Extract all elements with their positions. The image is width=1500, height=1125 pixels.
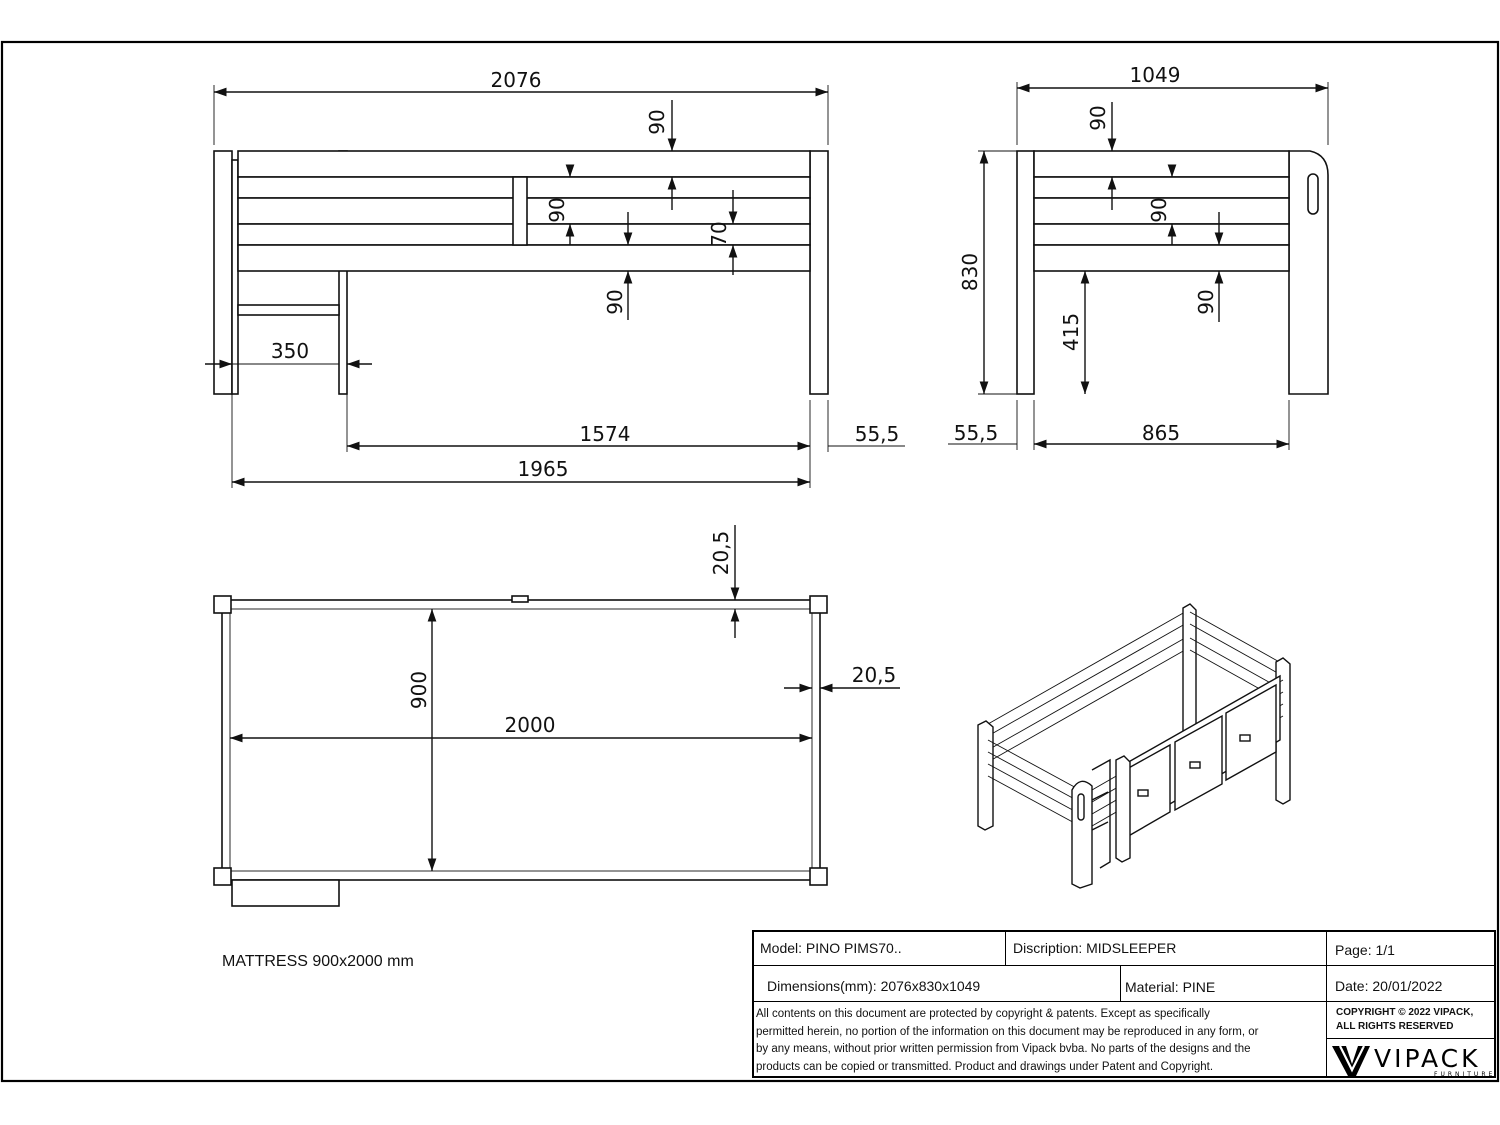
title-page: Page: 1/1 xyxy=(1335,942,1395,958)
title-block-grid xyxy=(752,930,1496,1078)
front-left-post xyxy=(213,150,233,395)
front-rail-5 xyxy=(237,244,811,272)
side-handle-slot xyxy=(1307,173,1319,215)
dim-front-1965: 1965 xyxy=(518,457,569,481)
top-corner-br xyxy=(809,867,828,886)
legal-line-1: All contents on this document are protec… xyxy=(756,1008,1210,1020)
copyright-line-2: ALL RIGHTS RESERVED xyxy=(1336,1021,1454,1032)
title-dimensions: Dimensions(mm): 2076x830x1049 xyxy=(767,978,981,994)
dim-side-90-mid: 90 xyxy=(1147,197,1171,222)
title-date: Date: 20/01/2022 xyxy=(1335,978,1443,994)
front-ladder-inner-post xyxy=(231,159,239,395)
top-frame-outer xyxy=(221,599,821,881)
isometric-view xyxy=(977,603,1291,889)
front-right-post xyxy=(809,150,829,395)
front-view: 2076 90 90 70 90 350 1574 55,5 1965 xyxy=(205,68,905,488)
dim-front-1574: 1574 xyxy=(580,422,631,446)
top-corner-tr xyxy=(809,595,828,614)
dim-side-90-low: 90 xyxy=(1194,289,1218,314)
top-corner-bl xyxy=(213,867,232,886)
side-rail-3 xyxy=(1033,197,1290,225)
legal-line-2: permitted herein, no portion of the info… xyxy=(756,1025,1259,1038)
side-rail-4 xyxy=(1033,223,1290,246)
top-corner-tl xyxy=(213,595,232,614)
legal-notice: All contents on this document are protec… xyxy=(756,1006,1328,1076)
top-ladder-step xyxy=(231,879,340,907)
dim-side-90-top: 90 xyxy=(1086,105,1110,130)
title-model: Model: PINO PIMS70.. xyxy=(760,940,902,956)
front-ladder-step xyxy=(237,304,340,316)
vipack-logo: VIPACK FURNITURE xyxy=(1332,1044,1495,1078)
dim-top-900: 900 xyxy=(407,671,431,709)
dim-front-90-low: 90 xyxy=(603,289,627,314)
dim-side-55-5: 55,5 xyxy=(954,421,999,445)
dim-top-20-5-side: 20,5 xyxy=(852,663,897,687)
dim-side-1049: 1049 xyxy=(1130,63,1181,87)
title-material: Material: PINE xyxy=(1125,979,1216,995)
dim-front-350: 350 xyxy=(271,339,309,363)
title-description: Discription: MIDSLEEPER xyxy=(1013,940,1177,956)
legal-line-3: by any means, without prior written perm… xyxy=(756,1043,1251,1055)
vipack-logo-mark-icon xyxy=(1332,1046,1370,1076)
legal-line-4: products can be copied or transmitted. P… xyxy=(756,1060,1214,1073)
dim-top-20-5-top: 20,5 xyxy=(709,531,733,576)
dim-front-70: 70 xyxy=(707,221,731,246)
top-view: 20,5 20,5 900 2000 xyxy=(213,525,900,907)
top-small-tab xyxy=(511,595,529,603)
front-center-block xyxy=(512,176,528,246)
title-block xyxy=(752,930,1496,1078)
dim-side-865: 865 xyxy=(1142,421,1180,445)
sheet-border xyxy=(0,40,1500,1083)
side-left-post xyxy=(1016,150,1035,395)
dim-front-55-5: 55,5 xyxy=(855,422,900,446)
mattress-note: MATTRESS 900x2000 mm xyxy=(222,953,414,970)
side-rail-5 xyxy=(1033,244,1290,272)
side-rail-2 xyxy=(1033,176,1290,199)
front-rail-top xyxy=(237,150,811,178)
copyright-notice: COPYRIGHT © 2022 VIPACK, ALL RIGHTS RESE… xyxy=(1336,1006,1473,1034)
dim-top-2000: 2000 xyxy=(505,713,556,737)
side-right-post xyxy=(1288,150,1329,395)
dim-side-830: 830 xyxy=(958,253,982,291)
dim-front-2076: 2076 xyxy=(491,68,542,92)
vipack-logo-subtext: FURNITURE xyxy=(1434,1071,1495,1078)
side-rail-top xyxy=(1033,150,1290,178)
side-view: 1049 830 90 90 90 415 55,5 865 xyxy=(948,63,1329,450)
dim-side-415: 415 xyxy=(1059,313,1083,351)
vipack-logo-text: VIPACK xyxy=(1374,1044,1480,1073)
dim-front-90-mid: 90 xyxy=(545,197,569,222)
dim-front-90-top: 90 xyxy=(645,109,669,134)
copyright-line-1: COPYRIGHT © 2022 VIPACK, xyxy=(1336,1007,1474,1018)
